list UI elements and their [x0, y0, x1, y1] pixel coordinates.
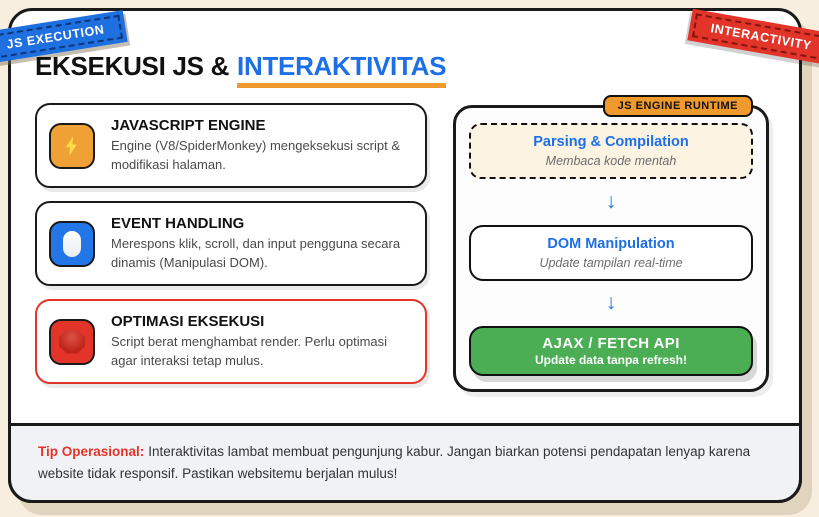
feature-title: OPTIMASI EKSEKUSI [111, 313, 265, 331]
main-card: JS EXECUTION INTERACTIVITY EKSEKUSI JS &… [0, 8, 819, 503]
page-title: EKSEKUSI JS &INTERAKTIVITAS [35, 51, 446, 88]
arrow-down-icon: ↓ [605, 189, 617, 213]
feature-title: JAVASCRIPT ENGINE [111, 117, 266, 135]
arrow-down-icon: ↓ [605, 291, 617, 315]
feature-card-event-handling: EVENT HANDLING Merespons klik, scroll, d… [35, 201, 427, 286]
feature-text: OPTIMASI EKSEKUSI Script berat menghamba… [111, 313, 409, 369]
step-dom-manipulation: DOM Manipulation Update tampilan real-ti… [469, 224, 753, 281]
mouse-icon [49, 220, 95, 267]
ribbon-interactivity-label: INTERACTIVITY [691, 13, 819, 61]
step-title: AJAX / FETCH API [542, 335, 680, 352]
step-title: Parsing & Compilation [533, 134, 689, 150]
runtime-badge: JS ENGINE RUNTIME [602, 95, 753, 117]
step-parsing-compilation: Parsing & Compilation Membaca kode menta… [469, 123, 753, 179]
feature-desc: Script berat menghambat render. Perlu op… [111, 334, 388, 368]
tip-text: Interaktivitas lambat membuat pengunjung… [38, 444, 751, 481]
step-subtitle: Membaca kode mentah [545, 154, 677, 168]
feature-desc: Merespons klik, scroll, dan input penggu… [111, 236, 401, 270]
feature-desc: Engine (V8/SpiderMonkey) mengeksekusi sc… [111, 138, 401, 172]
feature-text: EVENT HANDLING Merespons klik, scroll, d… [111, 215, 409, 271]
feature-text: JAVASCRIPT ENGINE Engine (V8/SpiderMonke… [111, 117, 409, 173]
feature-title: EVENT HANDLING [111, 215, 245, 233]
step-subtitle: Update data tanpa refresh! [534, 353, 688, 367]
runtime-panel: JS ENGINE RUNTIME Parsing & Compilation … [453, 95, 769, 392]
step-subtitle: Update tampilan real-time [539, 255, 683, 270]
tip-label: Tip Operasional: [38, 444, 145, 459]
feature-card-optimasi-eksekusi: OPTIMASI EKSEKUSI Script berat menghamba… [35, 299, 427, 384]
ribbon-interactivity: INTERACTIVITY [687, 8, 819, 66]
tip-footer: Tip Operasional:Interaktivitas lambat me… [8, 423, 802, 503]
step-title: DOM Manipulation [547, 235, 675, 252]
runtime-flow: Parsing & Compilation Membaca kode menta… [456, 108, 766, 389]
mouse-shape [63, 230, 81, 257]
lightning-icon [49, 122, 95, 169]
page-title-accent: INTERAKTIVITAS [237, 51, 446, 88]
feature-card-javascript-engine: JAVASCRIPT ENGINE Engine (V8/SpiderMonke… [35, 103, 427, 188]
stop-icon [49, 318, 95, 365]
step-ajax-fetch-api: AJAX / FETCH API Update data tanpa refre… [469, 326, 753, 376]
feature-list: JAVASCRIPT ENGINE Engine (V8/SpiderMonke… [35, 103, 427, 384]
stop-shape [59, 329, 85, 354]
page-title-black: EKSEKUSI JS & [35, 51, 230, 81]
